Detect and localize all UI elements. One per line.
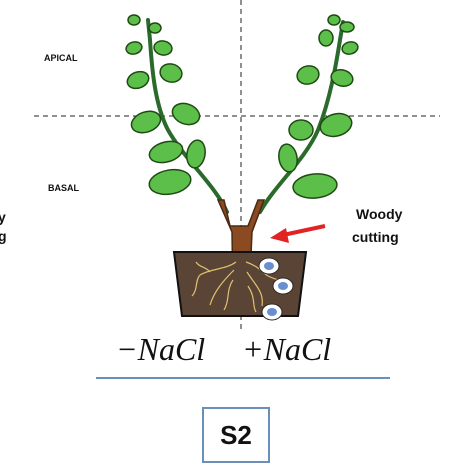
woody-label-line1: Woody <box>356 206 403 222</box>
left-stem <box>146 18 229 214</box>
panel-label-box <box>202 407 270 463</box>
leaf <box>186 139 206 169</box>
leaf <box>319 112 353 138</box>
leaf <box>127 14 141 26</box>
pointer-arrow <box>270 224 326 243</box>
leaf <box>341 41 359 55</box>
salt-dot <box>261 303 283 321</box>
panel-label: S2 <box>220 420 252 450</box>
cut-off-text-bottom: g <box>0 228 7 244</box>
leaf <box>148 168 192 196</box>
salt-dot <box>272 277 294 295</box>
leaf <box>125 41 143 55</box>
leaf <box>278 143 298 173</box>
minus-nacl-label: −NaCl <box>116 331 205 367</box>
cut-off-text-top: y <box>0 209 6 225</box>
salt-dots <box>258 257 294 321</box>
woody-label-line2: cutting <box>352 229 399 245</box>
right-stem <box>258 20 345 214</box>
leaf <box>339 21 355 33</box>
leaf <box>288 119 314 141</box>
leaf <box>148 140 184 164</box>
leaf <box>318 29 334 47</box>
leaf <box>292 173 338 199</box>
right-leaves <box>278 14 359 199</box>
leaf <box>130 110 162 134</box>
leaf <box>159 63 183 83</box>
leaf <box>126 70 150 90</box>
leaf <box>148 22 162 34</box>
apical-label: APICAL <box>44 53 78 63</box>
basal-label: BASAL <box>48 183 80 193</box>
leaf <box>153 40 173 56</box>
leaf <box>330 69 354 87</box>
salt-dot <box>258 257 280 275</box>
leaf <box>171 102 201 126</box>
leaf <box>327 14 341 26</box>
left-leaves <box>125 14 206 196</box>
plus-nacl-label: +NaCl <box>242 331 331 367</box>
leaf <box>296 65 320 85</box>
